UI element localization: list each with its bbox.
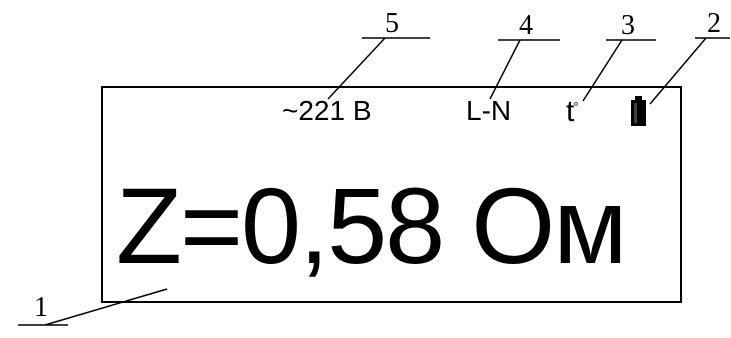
leader-line-2 <box>649 37 707 105</box>
callout-5: 5 <box>385 8 399 39</box>
callout-3: 3 <box>621 10 635 41</box>
voltage-reading: ~221 В <box>282 95 372 126</box>
temperature-symbol: t <box>566 95 575 128</box>
display-screen <box>101 86 682 303</box>
callout-1: 1 <box>34 292 48 323</box>
temperature-degree: ° <box>573 99 579 114</box>
leader-line-4 <box>489 39 521 100</box>
line-mode-indicator: L-N <box>466 95 512 126</box>
impedance-reading: Z=0,58 Ом <box>116 165 628 286</box>
callout-2: 2 <box>707 8 721 39</box>
leader-line-5 <box>327 37 386 100</box>
leader-line-3 <box>582 39 623 102</box>
leader-line-1 <box>44 288 168 326</box>
callout-4: 4 <box>519 10 533 41</box>
battery-icon <box>631 96 646 126</box>
temperature-indicator: t° <box>566 97 580 127</box>
